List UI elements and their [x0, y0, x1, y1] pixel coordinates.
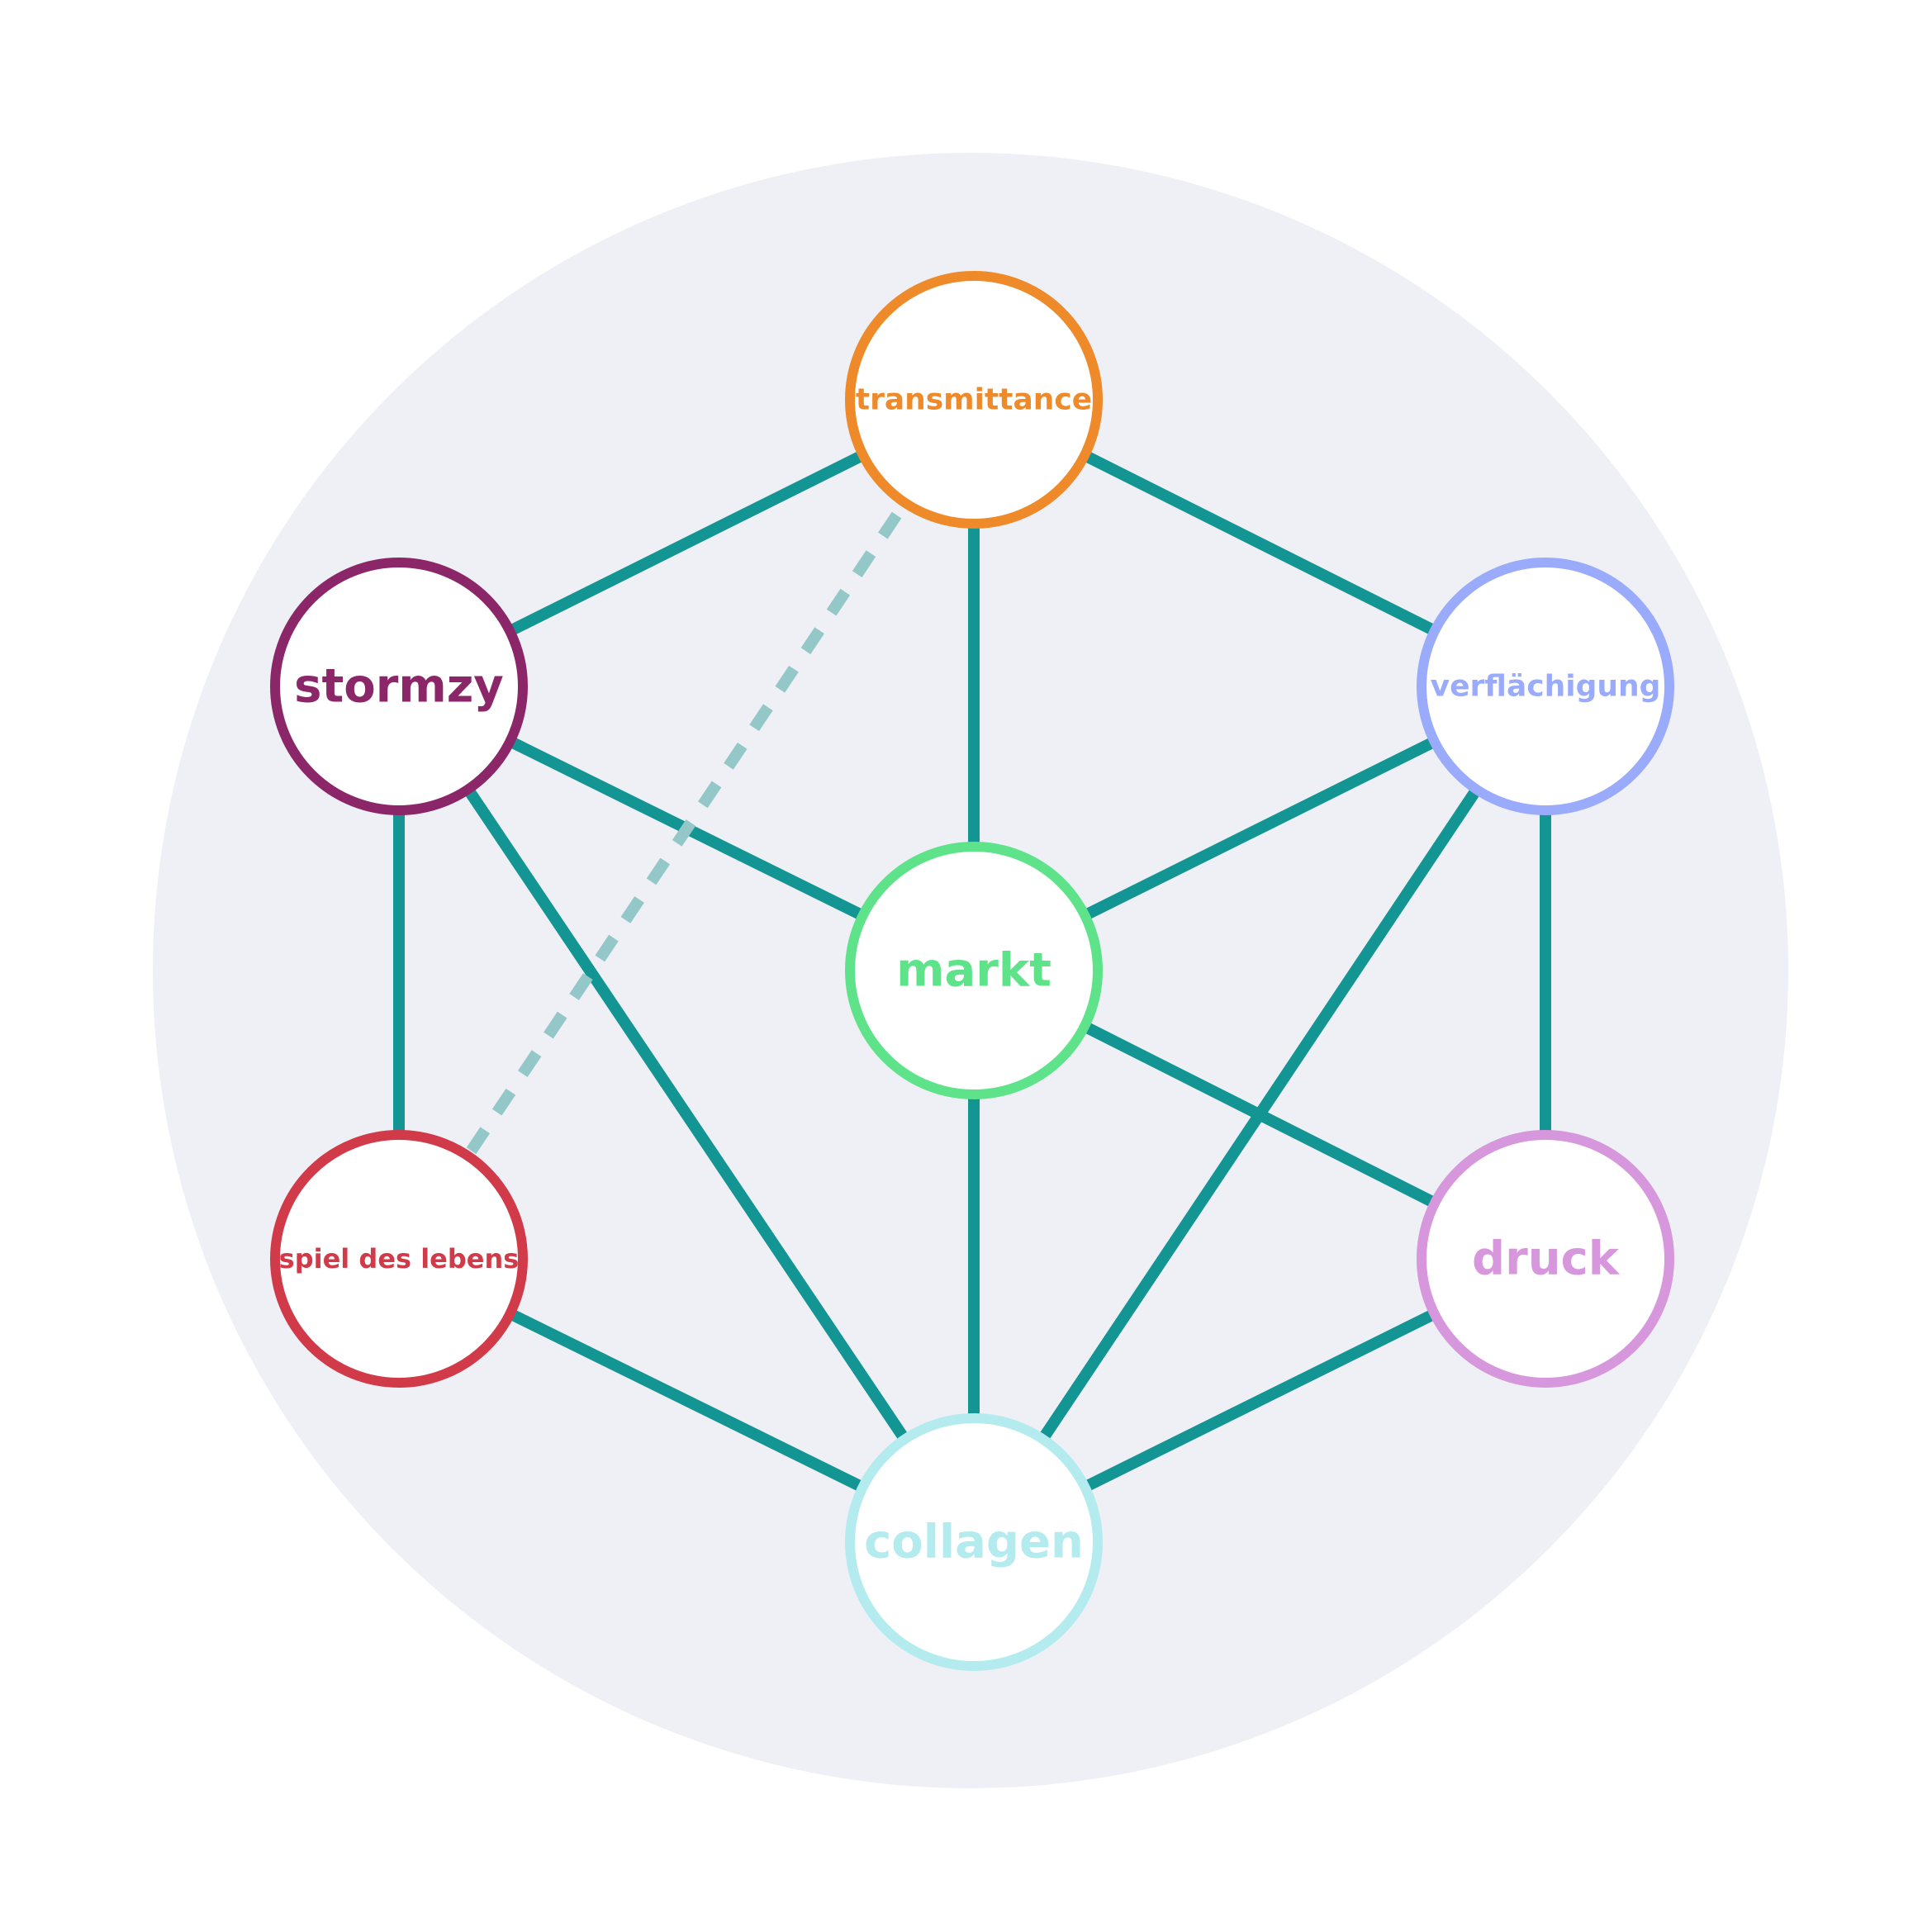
node-druck: druck — [1417, 1130, 1674, 1388]
node-label-collagen: collagen — [864, 1516, 1084, 1569]
node-circle-markt — [845, 842, 1103, 1099]
node-spiel_des_lebens: spiel des lebens — [270, 1130, 528, 1388]
node-stormzy: stormzy — [270, 558, 528, 815]
node-label-stormzy: stormzy — [294, 660, 504, 714]
node-label-markt: markt — [896, 944, 1051, 998]
node-collagen: collagen — [845, 1413, 1103, 1671]
node-markt: markt — [845, 842, 1103, 1099]
node-verflaechigung: verflächigung — [1417, 558, 1674, 815]
node-circle-collagen — [845, 1413, 1103, 1671]
dashed-edge-transmittance-spiel_des_lebens — [394, 396, 979, 1262]
node-label-transmittance: transmittance — [856, 383, 1092, 417]
node-circle-stormzy — [270, 558, 528, 815]
node-circle-spiel_des_lebens — [270, 1130, 528, 1388]
node-label-druck: druck — [1472, 1232, 1621, 1286]
node-label-verflaechigung: verflächigung — [1431, 670, 1661, 704]
node-circle-transmittance — [845, 271, 1103, 529]
node-circle-verflaechigung — [1417, 558, 1674, 815]
nodes: transmittance stormzy verflächigung markt sp… — [270, 271, 1674, 1671]
edge-stormzy-collagen — [394, 683, 979, 1545]
node-circle-druck — [1417, 1130, 1674, 1388]
node-transmittance: transmittance — [845, 271, 1103, 529]
node-label-spiel_des_lebens: spiel des lebens — [279, 1243, 520, 1275]
